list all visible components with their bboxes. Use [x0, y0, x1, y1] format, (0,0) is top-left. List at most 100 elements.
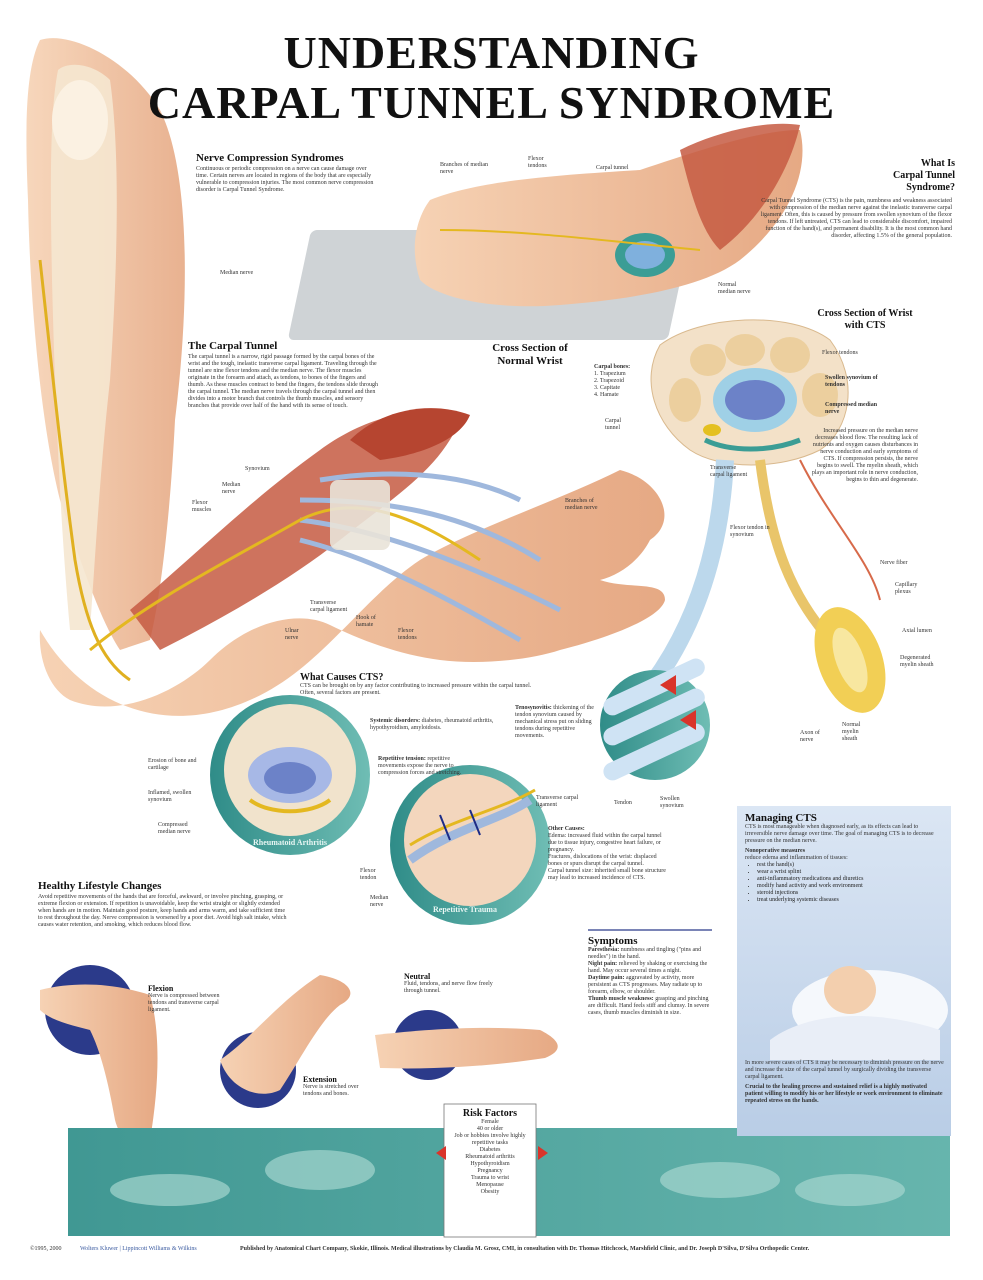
label-carpal-tunnel-2: Carpal tunnel	[605, 418, 621, 431]
typing-hand-illustration	[288, 123, 803, 340]
rheumatoid-circle	[210, 695, 370, 855]
managing-severe: In more severe cases of CTS it may be ne…	[745, 1060, 944, 1080]
cross-cts-line1: Cross Section of Wrist	[817, 308, 913, 319]
risk-box-bg	[443, 1103, 537, 1238]
flexion-text: Nerve is compressed between tendons and …	[148, 993, 220, 1013]
risk-item: Pregnancy	[477, 1168, 503, 1174]
symptom-title: Thumb muscle weakness:	[588, 996, 654, 1002]
healthy-text: Avoid repetitive movements of the hands …	[38, 894, 287, 928]
label-median-nerve: Median nerve	[220, 270, 254, 276]
what-is-cts-text: Carpal Tunnel Syndrome (CTS) is the pain…	[760, 198, 952, 239]
carpal-tunnel-text: The carpal tunnel is a narrow, rigid pas…	[188, 354, 378, 409]
label-flexor-tendons-cts: Flexor tendons	[822, 350, 858, 356]
forearm-hand-illustration	[39, 408, 666, 716]
what-causes-intro: CTS can be brought on by any factor cont…	[300, 683, 532, 696]
symptom-title: Daytime pain:	[588, 975, 625, 981]
managing-item: rest the hand(s)	[757, 862, 945, 869]
risk-item: Job or hobbies involve highly repetitive…	[454, 1133, 526, 1146]
what-is-heading-1: What Is	[920, 158, 955, 169]
label-flexor-tendon-syn: Flexor tendon in synovium	[730, 525, 770, 538]
risk-item: Rheumatoid arthritis	[465, 1154, 515, 1160]
label-transverse-carpal-3: Transverse carpal ligament	[536, 795, 579, 808]
what-is-heading-2: Carpal Tunnel	[893, 170, 955, 181]
other-causes-title: Other Causes:	[548, 826, 585, 832]
managing-list: rest the hand(s) wear a wrist splint ant…	[745, 862, 945, 904]
symptom-item: Paresthesia: numbness and tingling ("pin…	[588, 947, 713, 961]
cause-tunnel-size: Carpal tunnel size: inherited small bone…	[548, 868, 666, 881]
cross-section-normal-heading: Cross Section of Normal Wrist	[470, 342, 590, 368]
label-normal-median: Normal median nerve	[718, 282, 751, 295]
label-tendon: Tendon	[614, 800, 632, 806]
healthy-lifestyle-section: Healthy Lifestyle Changes Avoid repetiti…	[38, 880, 288, 929]
cross-normal-line2: Normal Wrist	[497, 355, 563, 367]
label-axial-lumen: Axial lumen	[902, 628, 932, 634]
other-causes: Other Causes: Edema: increased fluid wit…	[548, 826, 668, 882]
label-compressed-median: Compressed median nerve	[825, 402, 878, 415]
extension-heading: Extension	[303, 1075, 337, 1084]
cross-section-cts-text: Increased pressure on the median nerve d…	[811, 428, 918, 483]
nerve-compression-section: Nerve Compression Syndromes Continuous o…	[196, 152, 376, 194]
risk-item: Menopause	[476, 1182, 504, 1188]
carpal-bone-item: 4. Hamate	[594, 392, 619, 398]
symptom-title: Paresthesia:	[588, 947, 620, 953]
risk-item: 40 or older	[476, 1126, 504, 1132]
carpal-tunnel-heading: The Carpal Tunnel	[188, 340, 278, 352]
managing-section: Managing CTS CTS is most manageable when…	[745, 812, 945, 904]
label-flexor-muscles: Flexor muscles	[192, 500, 212, 513]
healthy-heading: Healthy Lifestyle Changes	[38, 880, 162, 892]
flexion-heading: Flexion	[148, 984, 174, 993]
systemic-text: diabetes, rheumatoid arthritis, hypothyr…	[370, 718, 494, 731]
label-nerve-fiber: Nerve fiber	[880, 560, 908, 566]
managing-item: treat underlying systemic diseases	[757, 897, 945, 904]
symptom-title: Night pain:	[588, 961, 618, 967]
neutral-heading: Neutral	[404, 972, 431, 981]
footer-credit: Published by Anatomical Chart Company, S…	[240, 1246, 810, 1252]
extension-text: Nerve is stretched over tendons and bone…	[303, 1084, 359, 1097]
symptom-item: Thumb muscle weakness: grasping and pinc…	[588, 996, 713, 1017]
nonop-title: Nonoperative measures	[745, 848, 806, 854]
what-causes-section: What Causes CTS? CTS can be brought on b…	[300, 672, 545, 697]
label-median-nerve-3: Median nerve	[370, 895, 389, 908]
label-compressed-median-2: Compressed median nerve	[158, 822, 191, 835]
lifestyle-poses	[40, 965, 558, 1144]
label-carpal-tunnel: Carpal tunnel	[596, 165, 629, 171]
tenosynovitis-text: thickening of the tendon synovium caused…	[515, 705, 594, 739]
extension-section: Extension Nerve is stretched over tendon…	[303, 1075, 363, 1098]
risk-item: Obesity	[480, 1189, 500, 1195]
label-degenerated: Degenerated myelin sheath	[900, 655, 934, 668]
nerve-fiber-illustration	[600, 459, 886, 781]
carpal-bone-item: 3. Capitate	[594, 385, 620, 391]
label-ulnar-nerve: Ulnar nerve	[285, 628, 299, 641]
nonop-text: reduce edema and inflammation of tissues…	[745, 855, 848, 861]
label-inflamed: Inflamed, swollen synovium	[148, 790, 192, 803]
managing-crucial: Crucial to the healing process and susta…	[745, 1084, 943, 1104]
risk-item: Female	[481, 1119, 499, 1125]
symptom-text: relieved by shaking or exercising the ha…	[588, 961, 708, 974]
carpal-bone-item: 2. Trapezoid	[594, 378, 624, 384]
label-transverse-carpal: Transverse carpal ligament	[310, 600, 348, 613]
managing-item: modify hand activity and work environmen…	[757, 883, 945, 890]
symptom-item: Daytime pain: aggravated by activity, mo…	[588, 975, 713, 996]
cross-cts-line2: with CTS	[844, 320, 886, 331]
neutral-section: Neutral Fluid, tendons, and nerve flow f…	[404, 972, 499, 995]
label-flexor-tendon-3: Flexor tendon	[360, 868, 377, 881]
managing-item: anti-inflammatory medications and diuret…	[757, 876, 945, 883]
label-axon: Axon of nerve	[800, 730, 820, 743]
carpal-tunnel-section: The Carpal Tunnel The carpal tunnel is a…	[188, 340, 383, 410]
repetitive-trauma-circle	[390, 765, 550, 925]
symptoms-heading: Symptoms	[588, 935, 638, 947]
cross-section-cts-heading: Cross Section of Wrist with CTS	[790, 308, 940, 332]
tenosynovitis: Tenosynovitis: thickening of the tendon …	[515, 705, 597, 740]
repetitive-title: Repetitive tension:	[378, 756, 426, 762]
label-capillary: Capillary plexus	[895, 582, 918, 595]
risk-item: Hypothyroidism	[470, 1161, 510, 1167]
carpal-bones-heading: Carpal bones:	[594, 364, 631, 370]
risk-item: Diabetes	[479, 1147, 501, 1153]
nerve-compression-heading: Nerve Compression Syndromes	[196, 152, 344, 164]
page-title-line2: CARPAL TUNNEL SYNDROME	[147, 77, 836, 128]
managing-item: steroid injections	[757, 890, 945, 897]
arm-illustration	[26, 38, 185, 682]
label-swollen-synovium: Swollen synovium of tendons	[825, 375, 878, 388]
risk-heading: Risk Factors	[462, 1108, 518, 1119]
